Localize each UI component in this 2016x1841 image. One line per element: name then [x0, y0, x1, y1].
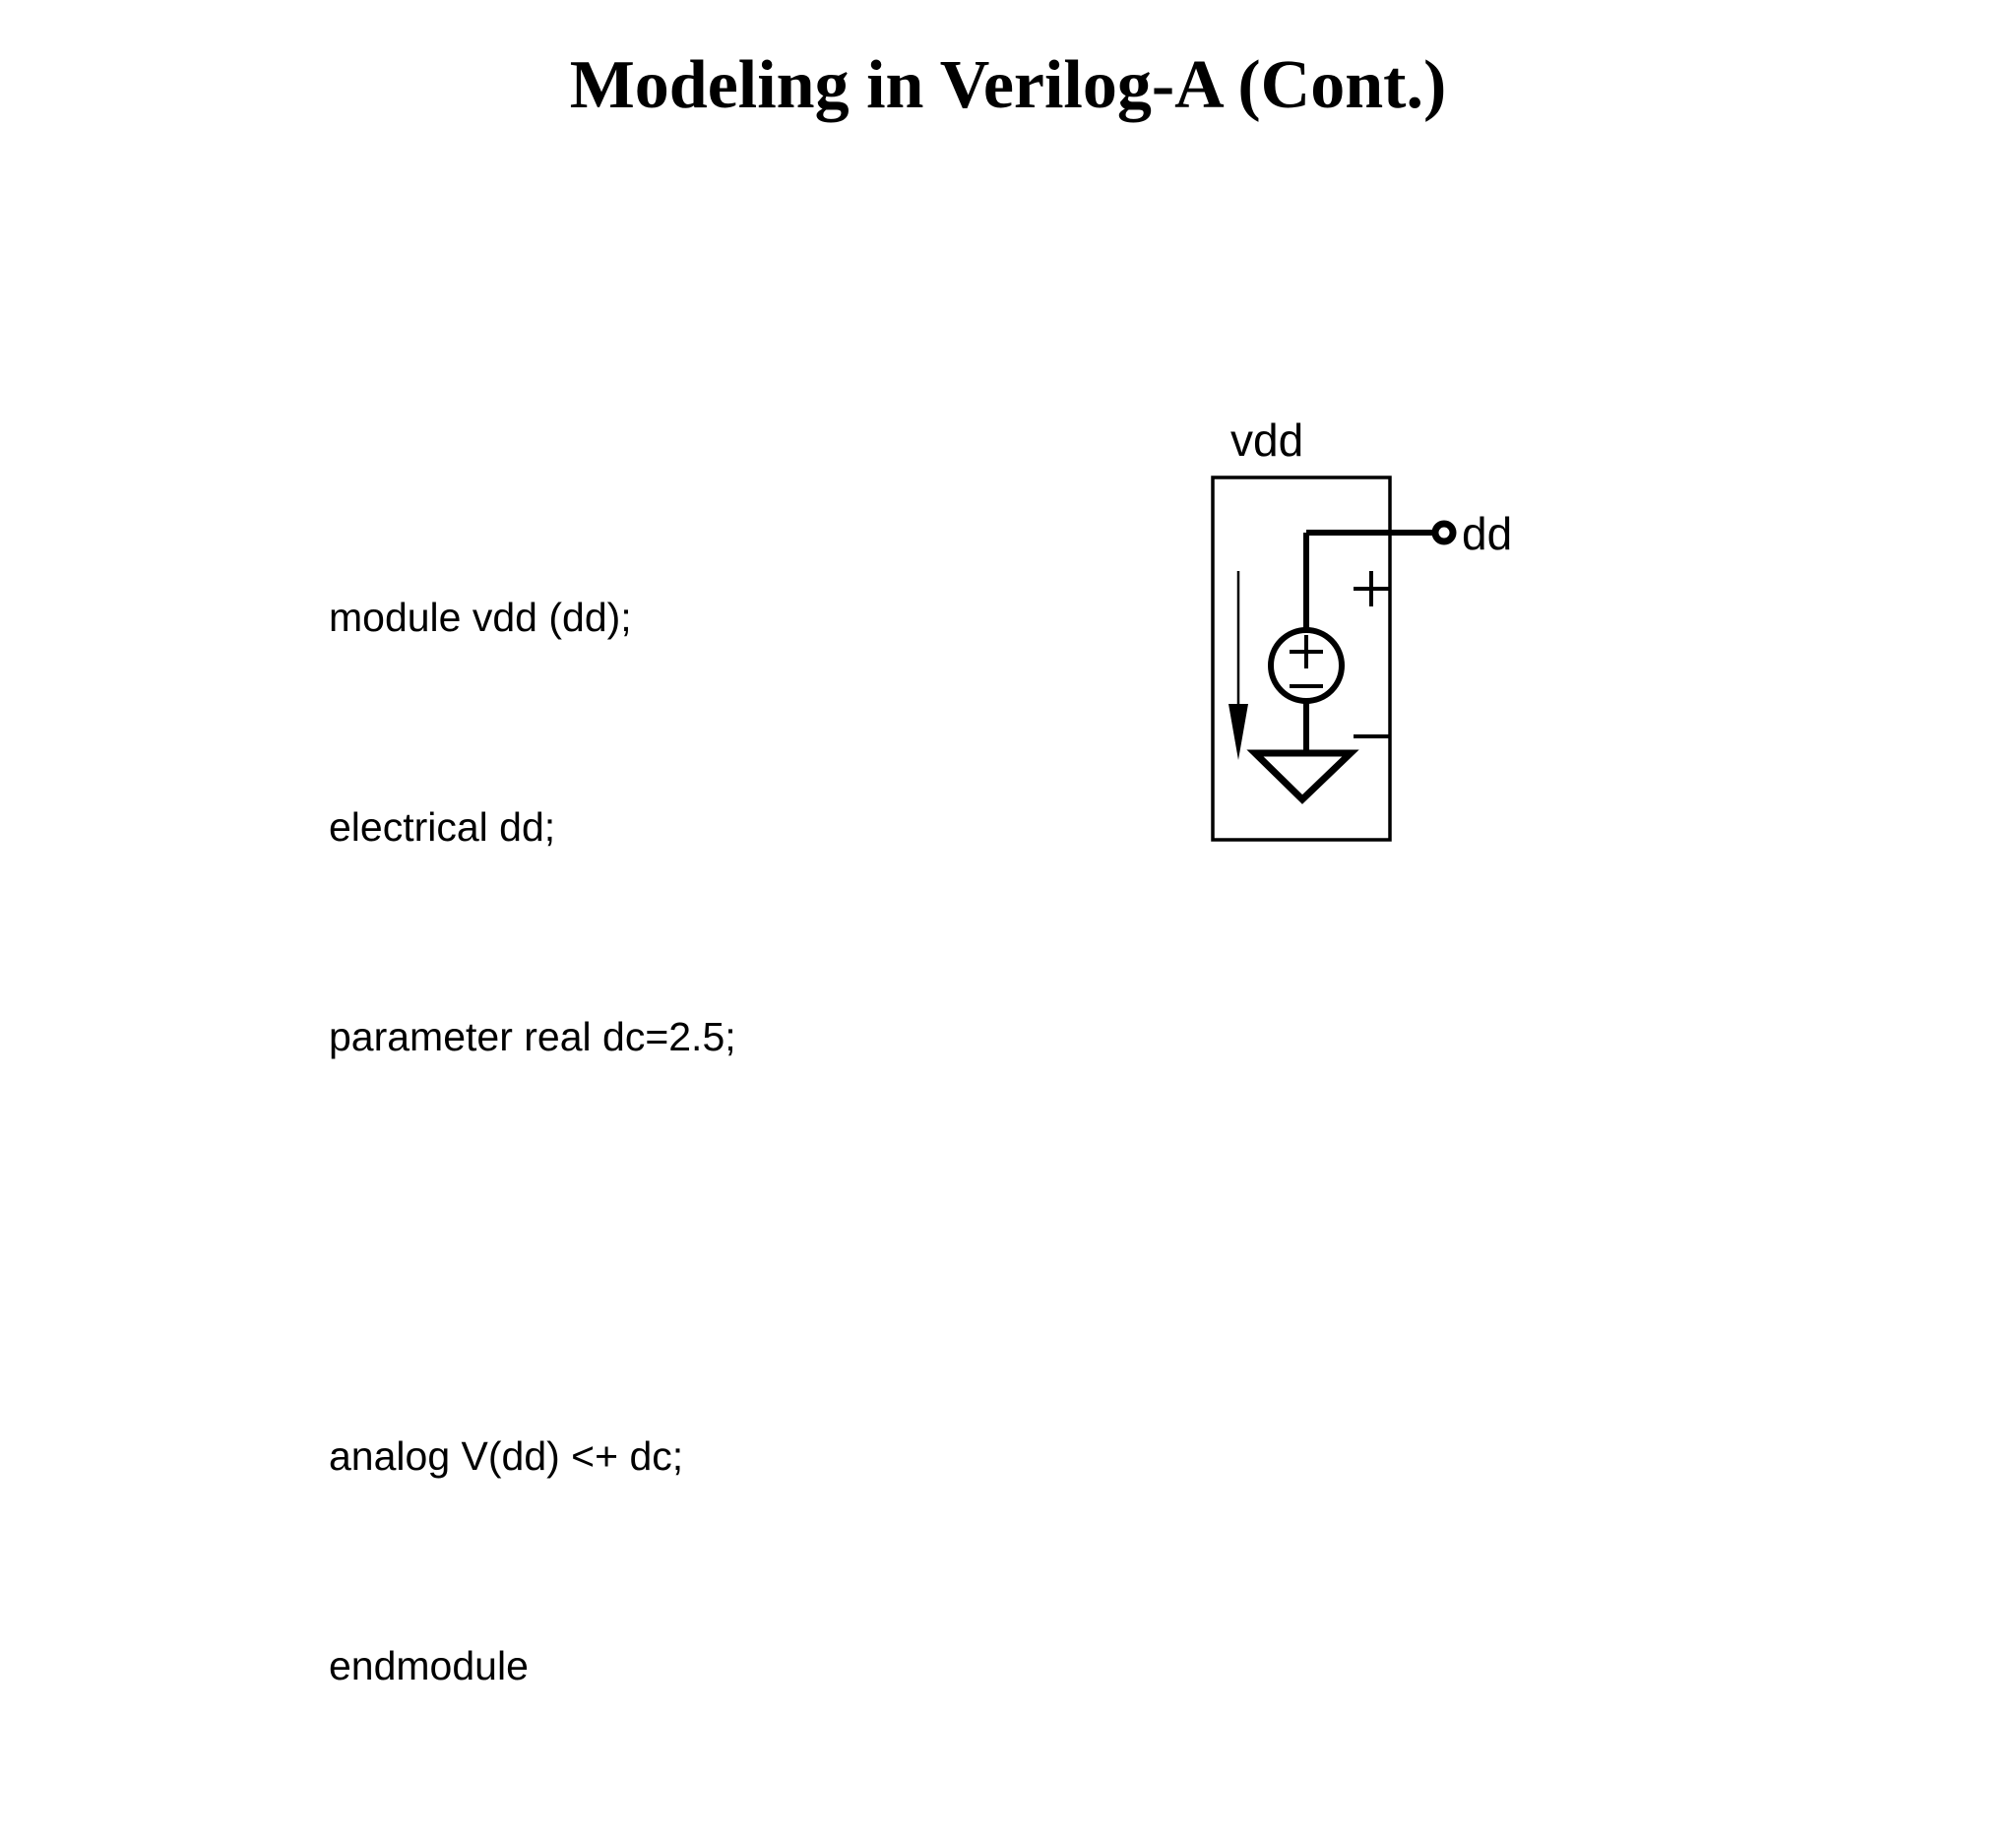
terminal-name-label: dd [1462, 508, 1512, 559]
code-line: parameter real dc=2.5; [329, 1014, 736, 1059]
code-line-blank [329, 1212, 959, 1282]
verilog-code-block: module vdd (dd); electrical dd; paramete… [329, 443, 959, 1841]
ground-symbol [1246, 749, 1359, 804]
source-plus-icon [1290, 635, 1323, 668]
module-boundary-box [1211, 476, 1392, 842]
port-plus-icon [1354, 571, 1389, 606]
circuit-diagram: vdd dd [1162, 394, 1673, 866]
module-name-label: vdd [1230, 414, 1303, 466]
code-line: endmodule [329, 1643, 529, 1688]
code-line: module vdd (dd); [329, 595, 632, 640]
slide-canvas: Modeling in Verilog-A (Cont.) module vdd… [329, 47, 1673, 1688]
current-arrow-head-icon [1228, 704, 1248, 760]
code-line: analog V(dd) <+ dc; [329, 1433, 684, 1479]
page-title: Modeling in Verilog-A (Cont.) [569, 47, 1447, 123]
code-line: electrical dd; [329, 804, 556, 850]
terminal-port-dd [1431, 520, 1457, 545]
